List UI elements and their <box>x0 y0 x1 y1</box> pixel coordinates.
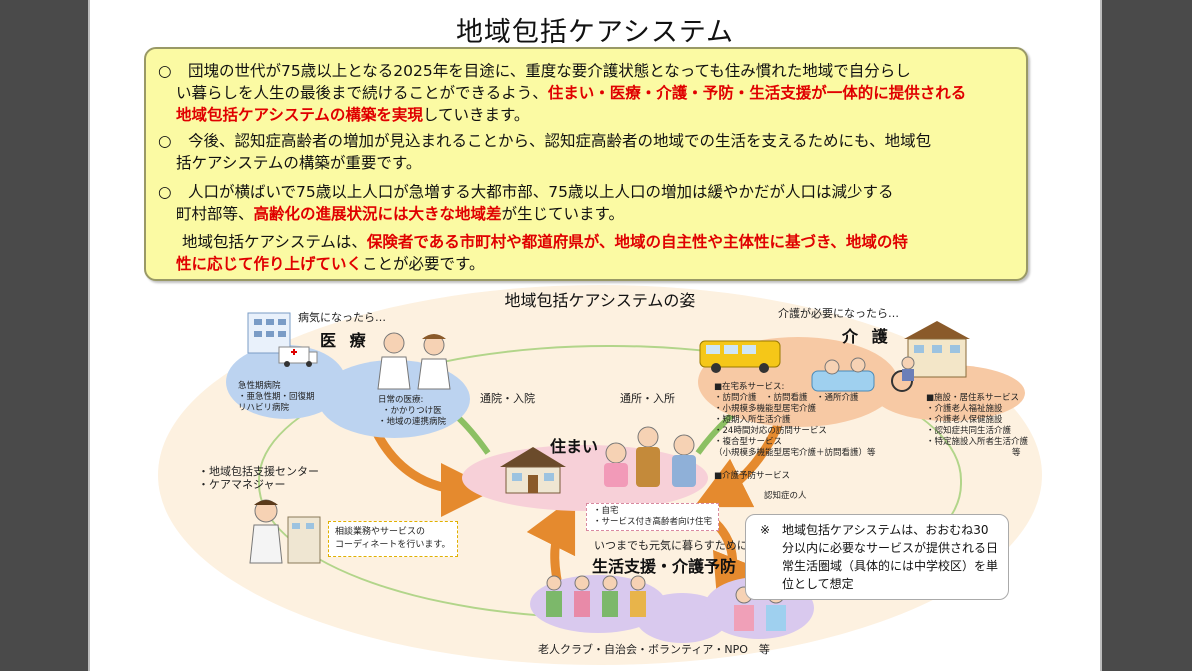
diagram-title: 地域包括ケアシステムの姿 <box>504 291 696 310</box>
page-title: 地域包括ケアシステム <box>455 17 735 48</box>
care-system-diagram: 地域包括ケアシステムの姿 病気になったら… 医 療 <box>158 285 1042 671</box>
summary-paragraph-3: ○ 人口が横ばいで75歳以上人口が急増する大都市部、75歳以上人口の増加は緩やか… <box>158 181 1018 225</box>
support-center-item: ・地域包括支援センター <box>198 465 319 478</box>
service-item: ・短期入所生活介護 <box>714 415 791 425</box>
sumai-items: ・自宅 ・サービス付き高齢者向け住宅 <box>586 503 720 531</box>
bathing-care-icon <box>811 357 875 392</box>
hospital-type: ・亜急性期・回復期 <box>238 392 315 402</box>
kaigo-home-services: ■在宅系サービス: ・訪問介護 ・訪問看護 ・通所介護 ・小規模多機能型居宅介護… <box>714 382 876 459</box>
summary-text: していきます。 <box>422 106 530 124</box>
summary-text: い暮らしを人生の最後まで続けることができるよう、 <box>176 84 548 102</box>
housing-item: ・サービス付き高齢者向け住宅 <box>593 517 713 527</box>
housing-item: ・自宅 <box>593 506 619 516</box>
arrow-label-left: 通院・入院 <box>480 392 535 405</box>
service-item: ・小規模多機能型居宅介護 <box>714 404 817 414</box>
summary-box: ○ 団塊の世代が75歳以上となる2025年を目途に、重度な要介護状態となっても住… <box>144 47 1028 281</box>
emphasis-text: 地域包括ケアシステムの構築を実現 <box>176 106 423 124</box>
wheelchair-icon <box>891 356 915 392</box>
page-left-border <box>88 0 90 671</box>
doctor-nurse-icon <box>377 332 451 390</box>
summary-text: 町村部等、 <box>176 205 254 223</box>
daily-care-item: ・地域の連携病院 <box>378 417 447 427</box>
service-item: ・訪問介護 ・訪問看護 ・通所介護 <box>714 393 859 403</box>
hospital-type: リハビリ病院 <box>238 403 290 413</box>
house-icon <box>500 447 566 494</box>
note-line: 常生活圏域（具体的には中学校区）を単 <box>782 559 999 573</box>
iryo-heading: 医 療 <box>320 331 370 350</box>
kaigo-heading: 介 護 <box>842 327 892 346</box>
bullet-marker: ○ <box>158 62 172 80</box>
exercise-group-icon <box>546 575 646 617</box>
area-note: ※ 地域包括ケアシステムは、おおむね30 分以内に必要なサービスが提供される日 … <box>745 514 1009 600</box>
daily-care-item: ・かかりつけ医 <box>382 406 442 416</box>
service-item: ・介護老人保健施設 <box>926 415 1003 425</box>
family-icon <box>604 426 696 487</box>
service-item: ・複合型サービス <box>714 437 783 447</box>
note-line: 分以内に必要なサービスが提供される日 <box>782 541 999 555</box>
bullet-marker: ○ <box>158 183 172 201</box>
summary-text: 団塊の世代が75歳以上となる2025年を目途に、重度な要介護状態となっても住み慣… <box>188 62 911 80</box>
service-category-title: ■施設・居住系サービス <box>926 393 1020 403</box>
summary-paragraph-1: ○ 団塊の世代が75歳以上となる2025年を目途に、重度な要介護状態となっても住… <box>158 60 1018 126</box>
note-line: ※ 地域包括ケアシステムは、おおむね30 <box>760 523 989 537</box>
care-facility-icon <box>904 321 970 378</box>
arrow-iryo-to-sumai <box>368 423 495 517</box>
service-item: （小規模多機能型居宅介護＋訪問看護）等 <box>714 448 876 458</box>
seikatsu-when: いつまでも元気に暮らすために… <box>594 539 759 552</box>
iryo-hospital-list: 急性期病院 ・亜急性期・回復期 リハビリ病院 <box>238 381 315 414</box>
seikatsu-heading: 生活支援・介護予防 <box>592 557 737 576</box>
emphasis-text: 住まい・医療・介護・予防・生活支援が一体的に提供される <box>547 84 967 102</box>
arrow-kaigo-to-sumai <box>693 423 783 508</box>
dementia-label: 認知症の人 <box>764 491 807 501</box>
summary-text: 地域包括ケアシステムは、 <box>182 233 367 251</box>
support-center-item: ・ケアマネジャー <box>198 478 286 491</box>
hospital-type: 急性期病院 <box>238 381 281 391</box>
page-right-border <box>1100 0 1102 671</box>
service-item: ・特定施設入所者生活介護 <box>926 437 1029 447</box>
service-item: ・24時間対応の訪問サービス <box>714 426 827 436</box>
slide-page: 地域包括ケアシステム ○ 団塊の世代が75歳以上となる2025年を目途に、重度な… <box>90 0 1100 671</box>
summary-text: 今後、認知症高齢者の増加が見込まれることから、認知症高齢者の地域での生活を支える… <box>188 132 932 150</box>
consult-text: コーディネートを行います。 <box>335 540 451 550</box>
summary-text: 人口が横ばいで75歳以上人口が急増する大都市部、75歳以上人口の増加は緩やかだが… <box>188 183 894 201</box>
iryo-daily-list: 日常の医療: ・かかりつけ医 ・地域の連携病院 <box>378 395 446 428</box>
summary-paragraph-2: ○ 今後、認知症高齢者の増加が見込まれることから、認知症高齢者の地域での生活を支… <box>158 130 1018 174</box>
kaigo-prevent-service: ■介護予防サービス <box>714 471 791 481</box>
care-manager-icon <box>249 499 321 564</box>
consult-note: 相談業務やサービスの コーディネートを行います。 <box>328 521 458 557</box>
ambulance-icon <box>278 346 318 367</box>
support-center-list: ・地域包括支援センター ・ケアマネジャー <box>198 465 319 491</box>
welfare-van-icon <box>699 340 781 373</box>
summary-text: 括ケアシステムの構築が重要です。 <box>176 154 422 172</box>
service-item: ・認知症共同生活介護 <box>926 426 1012 436</box>
consult-text: 相談業務やサービスの <box>335 527 426 537</box>
bullet-marker: ○ <box>158 132 172 150</box>
arrow-label-right: 通所・入所 <box>620 392 675 405</box>
emphasis-text: 性に応じて作り上げていく <box>176 255 363 273</box>
kaigo-when: 介護が必要になったら… <box>778 307 899 320</box>
emphasis-text: 保険者である市町村や都道府県が、地域の自主性や主体性に基づき、地域の特 <box>366 233 908 251</box>
sumai-blob <box>462 445 708 511</box>
service-item: ・介護老人福祉施設 <box>926 404 1003 414</box>
note-line: 位として想定 <box>782 577 854 591</box>
summary-text: が生じています。 <box>501 205 624 223</box>
emphasis-text: 高齢化の進展状況には大きな地域差 <box>253 205 502 223</box>
kaigo-facility-services: ■施設・居住系サービス ・介護老人福祉施設 ・介護老人保健施設 ・認知症共同生活… <box>926 393 1028 459</box>
daily-care-title: 日常の医療: <box>378 395 424 405</box>
service-category-title: ■在宅系サービス: <box>714 382 785 392</box>
summary-text: ことが必要です。 <box>362 255 485 273</box>
iryo-when: 病気になったら… <box>298 311 386 324</box>
hospital-icon <box>247 312 291 354</box>
seikatsu-groups: 老人クラブ・自治会・ボランティア・NPO 等 <box>538 643 770 656</box>
sumai-heading: 住まい <box>550 437 599 456</box>
service-item: 等 <box>1012 448 1021 458</box>
summary-paragraph-4: 地域包括ケアシステムは、保険者である市町村や都道府県が、地域の自主性や主体性に基… <box>158 231 1018 275</box>
